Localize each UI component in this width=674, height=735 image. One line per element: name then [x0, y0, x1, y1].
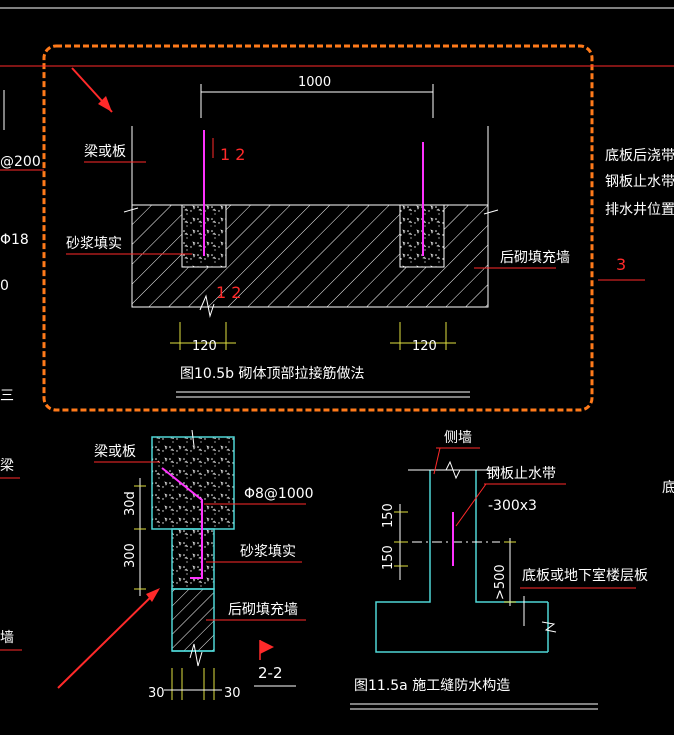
- dim-300-text: 300: [123, 543, 138, 568]
- section-rebar: [161, 467, 203, 579]
- detail-11-5a: 150 150 >500 侧墙 钢板止水带 -300x3 底板或地下室楼层板 图…: [350, 430, 648, 710]
- right-edge-text-5: 底: [662, 480, 674, 496]
- break-symbol: [199, 294, 215, 318]
- beam-section: [151, 436, 235, 530]
- label-beam-or-slab: 梁或板: [84, 144, 126, 160]
- dim-1000-text: 1000: [298, 75, 331, 90]
- leader-side-wall-tip: [433, 447, 441, 475]
- annotation-arrow-bottom: [57, 589, 159, 689]
- annotation-arrowhead-top: [98, 96, 112, 112]
- section-label-wall: 后砌填充墙: [228, 602, 298, 618]
- mortar-section: [171, 528, 215, 590]
- section-break-symbol: [189, 643, 203, 667]
- annotation-arrowhead-bottom: [146, 588, 160, 602]
- dim-30d-text: 30d: [123, 491, 138, 516]
- left-edge-text-3: 0: [0, 278, 9, 294]
- dim-150-bottom-text: 150: [381, 545, 396, 570]
- section-mark-bottom: 1 2: [216, 283, 241, 302]
- side-wall-outline-outer: [375, 470, 548, 653]
- right-edge-text-4: 3: [616, 255, 626, 274]
- detail-10-5b: 1000 1 2 1 2 梁或板 砂浆填实 后砌填充墙 120 120 图10.…: [66, 75, 570, 398]
- label-infill-wall: 后砌填充墙: [500, 250, 570, 266]
- label-mortar-fill: 砂浆填实: [66, 236, 122, 252]
- section-label-beam: 梁或板: [94, 444, 136, 460]
- caption-10-5b: 图10.5b 砌体顶部拉接筋做法: [180, 365, 365, 382]
- section-mark-top: 1 2: [220, 145, 245, 164]
- section-label-mortar: 砂浆填实: [240, 544, 296, 560]
- left-edge-text-6: 墙: [0, 630, 14, 646]
- leader-waterstop-tip: [455, 483, 487, 527]
- label-floor-slab: 底板或地下室楼层板: [522, 567, 648, 584]
- break-mark-left: [123, 207, 139, 213]
- revision-cloud: [42, 44, 594, 412]
- section-break-top: [191, 429, 195, 447]
- right-edge-text-3: 排水井位置保留: [605, 202, 674, 218]
- dim-500-text: >500: [493, 564, 508, 600]
- dim-120-left-text: 120: [192, 339, 217, 354]
- label-side-wall: 侧墙: [444, 430, 472, 446]
- left-edge-text-5: 梁: [0, 458, 14, 474]
- right-edge-text-1: 底板后浇带: [605, 148, 674, 164]
- left-edge-text-2: Φ18: [0, 232, 29, 248]
- right-edge-text-2: 钢板止水带 -: [605, 174, 674, 190]
- dim-120-right-text: 120: [412, 339, 437, 354]
- caption-11-5a: 图11.5a 施工缝防水构造: [354, 678, 510, 694]
- section-title-2-2: 2-2: [258, 664, 283, 682]
- bottom-dim-left-text: 30: [148, 686, 165, 701]
- left-edge-text-1: @200: [0, 154, 41, 170]
- label-waterstop: 钢板止水带: [486, 466, 556, 482]
- break-mark-right: [483, 209, 499, 215]
- dim-150-top-text: 150: [381, 503, 396, 528]
- left-edge-text-4: 三: [0, 388, 14, 404]
- section-rebar-spec: Φ8@1000: [244, 486, 314, 502]
- bottom-dim-right-text: 30: [224, 686, 241, 701]
- waterstop-spec: -300x3: [488, 498, 537, 514]
- section-flag: [260, 640, 274, 654]
- floor-break-symbol: [541, 621, 557, 633]
- side-wall-break: [408, 460, 500, 480]
- section-2-2: 30d 300 梁或板 Φ8@1000 砂浆填实 后砌填充墙 30 30 2-2: [94, 429, 314, 701]
